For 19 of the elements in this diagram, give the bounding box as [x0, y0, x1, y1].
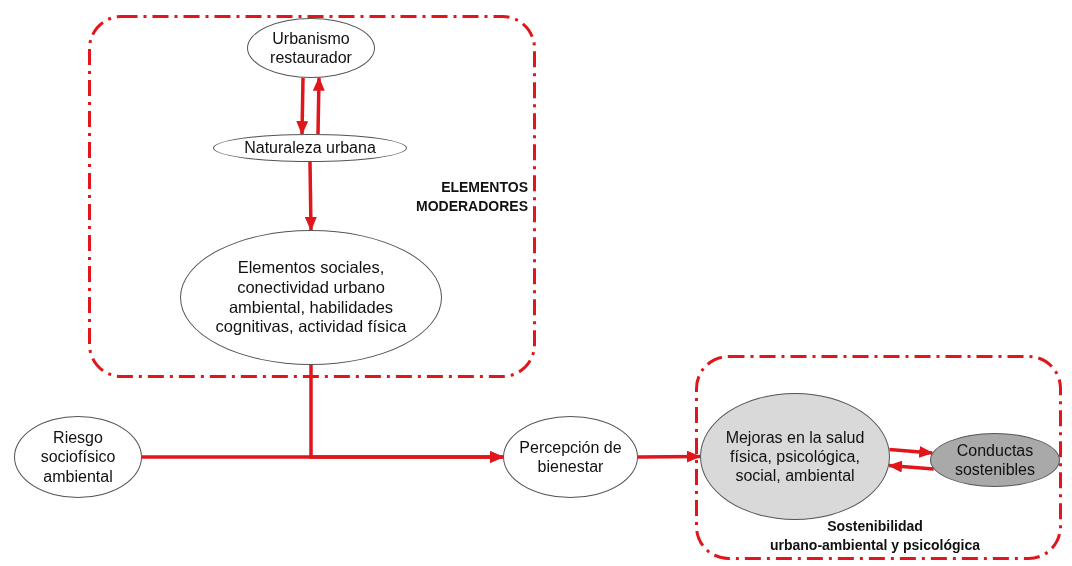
group-heading: Sostenibilidad urbano-ambiental y psicológica [768, 517, 981, 555]
arrow [312, 76, 325, 135]
group-frame [695, 355, 1062, 560]
arrow [638, 450, 701, 463]
node-label: Percepción de bienestar [518, 437, 623, 477]
arrow [142, 451, 504, 463]
arrow [888, 460, 934, 473]
arrow [296, 77, 309, 136]
node-label: Conductas sostenibles [953, 440, 1036, 480]
arrow [304, 161, 317, 231]
node-label: Riesgo sociofísico ambiental [39, 428, 117, 486]
node-label: Mejoras en la salud física, psicológica, social, ambiental [724, 427, 866, 486]
ellipse-node [180, 230, 442, 365]
node-label: Elementos sociales, conectividad urbano ambiental, habilidades cognitivas, actividad física [214, 257, 408, 338]
ellipse-node [930, 433, 1060, 487]
group-frame [88, 15, 536, 378]
node-label: Naturaleza urbana [243, 138, 377, 158]
node-label: Urbanismo restaurador [269, 28, 353, 68]
group-heading: ELEMENTOS MODERADORES [415, 178, 528, 216]
